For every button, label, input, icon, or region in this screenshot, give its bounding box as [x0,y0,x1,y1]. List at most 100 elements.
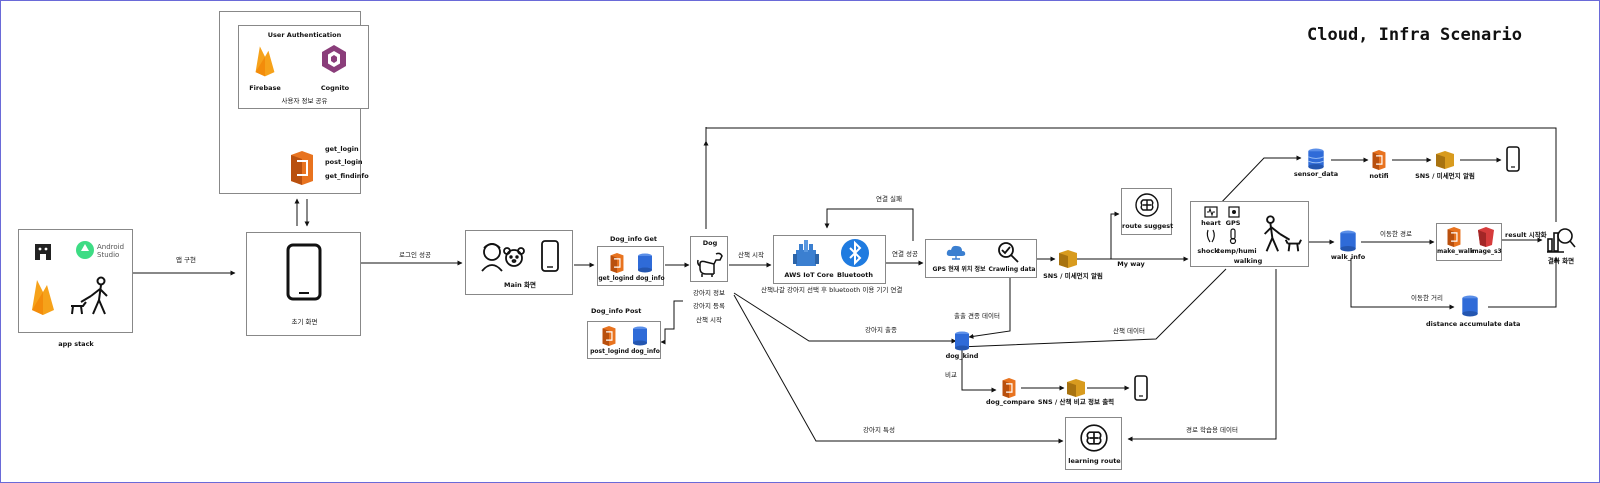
dog-walk-start-text: 산책 시작 [696,316,722,324]
cognito-icon [322,45,346,73]
sensor-data-label: sensor_data [1293,170,1339,178]
auth-title: User Authentication [267,31,342,39]
dog-box: Dog [690,236,728,282]
dog-walker-icon [1263,215,1302,252]
page-title: Cloud, Infra Scenario [1307,25,1522,45]
sns-dust-label: SNS / 미세먼지 알림 [1043,272,1103,280]
post-login-label: post_login [325,158,363,166]
phone-icon [1506,146,1520,172]
brain-ai-icon [1080,424,1108,452]
dynamodb-icon [633,326,647,346]
app-stack-label: app stack [58,340,94,348]
lambda-icon [610,253,624,273]
thermometer-icon [1229,228,1237,244]
sns-icon [1436,151,1454,169]
auth-share-label: 사용자 정보 공유 [281,97,328,105]
dog-register-text: 강아지 등록 [693,302,725,310]
edge-walking-to-dogkind [958,268,1227,350]
shock-label: shock [1197,247,1219,255]
dog-info-post-title: Dog_info Post [591,307,642,315]
distance-dynamodb-icon [1462,295,1478,317]
breed-appear-label: 출출 견종 데이터 [954,312,1000,320]
walk-start-label: 산책 시작 [738,251,764,259]
connect-success-label: 연결 성공 [892,250,918,258]
my-way-label: My way [1117,260,1145,268]
learning-route-box: learning route [1065,417,1122,470]
edge-dog-to-learning [733,294,1064,444]
lambda-login-icon [291,151,313,185]
route-learning-data-label: 경로 학습용 데이터 [1186,426,1238,434]
walking-box: heart GPS shock temp/humi walking [1190,201,1309,267]
get-login-label: get_login [325,145,359,153]
make-walk-lambda-icon [1447,227,1461,247]
phone-icon [541,240,559,272]
notifi-label: notifi [1369,172,1389,180]
cloud-gps-icon [946,245,966,260]
dog-walker-icon [71,276,108,315]
aws-iot-core-label: AWS IoT Core [784,271,834,279]
edge-walking-to-sensor [1216,155,1302,208]
route-suggest-box: route suggest [1121,188,1174,235]
learning-route-label: learning route [1068,457,1121,465]
edge-dog-to-dogkind [733,292,957,344]
main-screen-label: Main 화면 [504,281,536,289]
dog-info-post-sublabel: post_logind dog_info [590,348,660,355]
dog-info-get-box: get_logind dog_info [597,246,665,286]
dog-kind-dynamodb-icon [955,331,969,351]
moved-distance-label: 이동한 거리 [1411,294,1443,302]
app-build-label: 앱 구현 [175,256,196,264]
dynamodb-icon [638,253,652,273]
edge-connect-fail [824,208,914,241]
dog-trait-label: 강아지 특성 [863,426,895,434]
firebase-icon [255,46,275,77]
edge-dogkind-to-compare [961,350,997,393]
shock-sensor-icon [1206,229,1215,243]
user-authentication-box: User Authentication Firebase Cognito 사용자… [238,25,369,109]
gps-sensor-icon [1228,206,1240,218]
temp-humi-label: temp/humi [1217,247,1257,255]
sns-icon [1059,250,1077,268]
make-walk-box: make_walk image_s3 [1436,223,1502,261]
firebase-label: Firebase [249,84,281,92]
iot-caption: 산책나갈 강아지 선택 후 bluetooth 이용 기기 연결 [761,286,903,294]
edge-crawl-to-dogkind [968,278,1011,339]
compare-label: 비교 [945,371,957,379]
crawling-search-icon [998,242,1019,263]
walk-info-label: walk_info [1330,253,1366,261]
moved-route-label: 이동한 경로 [1380,230,1412,238]
dog-info-get-title: Dog_info Get [610,235,658,243]
distance-db-label: distance accumulate data [1426,320,1521,328]
lambda-icon [602,326,616,346]
dog-label: Dog [702,239,718,247]
route-suggest-label: route suggest [1122,222,1174,230]
initial-screen-label: 초기 화면 [291,318,318,326]
dog-info-text: 강아지 정보 [693,289,725,297]
notifi-lambda-icon [1372,150,1386,170]
gps-crawling-box: GPS 현재 위치 정보 Crawling data [925,239,1037,278]
dog-info-post-box: post_logind dog_info [587,321,661,359]
dog-info-get-sublabel: get_logind dog_info [598,275,665,282]
image-s3-label: image_s3 [1470,248,1502,255]
walk-data-label: 산책 데이터 [1113,327,1145,335]
sensor-dynamodb-icon [1308,148,1324,170]
connect-fail-label: 연결 실패 [876,195,902,203]
aws-iot-core-icon [793,240,819,266]
walking-label: walking [1233,257,1263,265]
result-start-label: result 시작화 [1505,231,1547,239]
walk-info-dynamodb-icon [1340,230,1356,252]
main-screen-box: Main 화면 [465,230,573,295]
dog-compare-lambda-icon [1002,378,1016,398]
cognito-label: Cognito [320,84,350,92]
get-findinfo-label: get_findinfo [325,172,369,180]
gps-label: GPS 현재 위치 정보 [932,266,986,273]
dog-appear-label: 강아지 출종 [865,326,897,334]
android-studio-icon [76,241,94,259]
gps-sensor-label: GPS [1225,219,1241,227]
dog-icon [697,252,723,277]
dog-kind-label: dog_kind [945,352,979,360]
phone-icon [1134,375,1148,401]
s3-bucket-icon [1478,227,1494,247]
bluetooth-icon [841,239,869,267]
